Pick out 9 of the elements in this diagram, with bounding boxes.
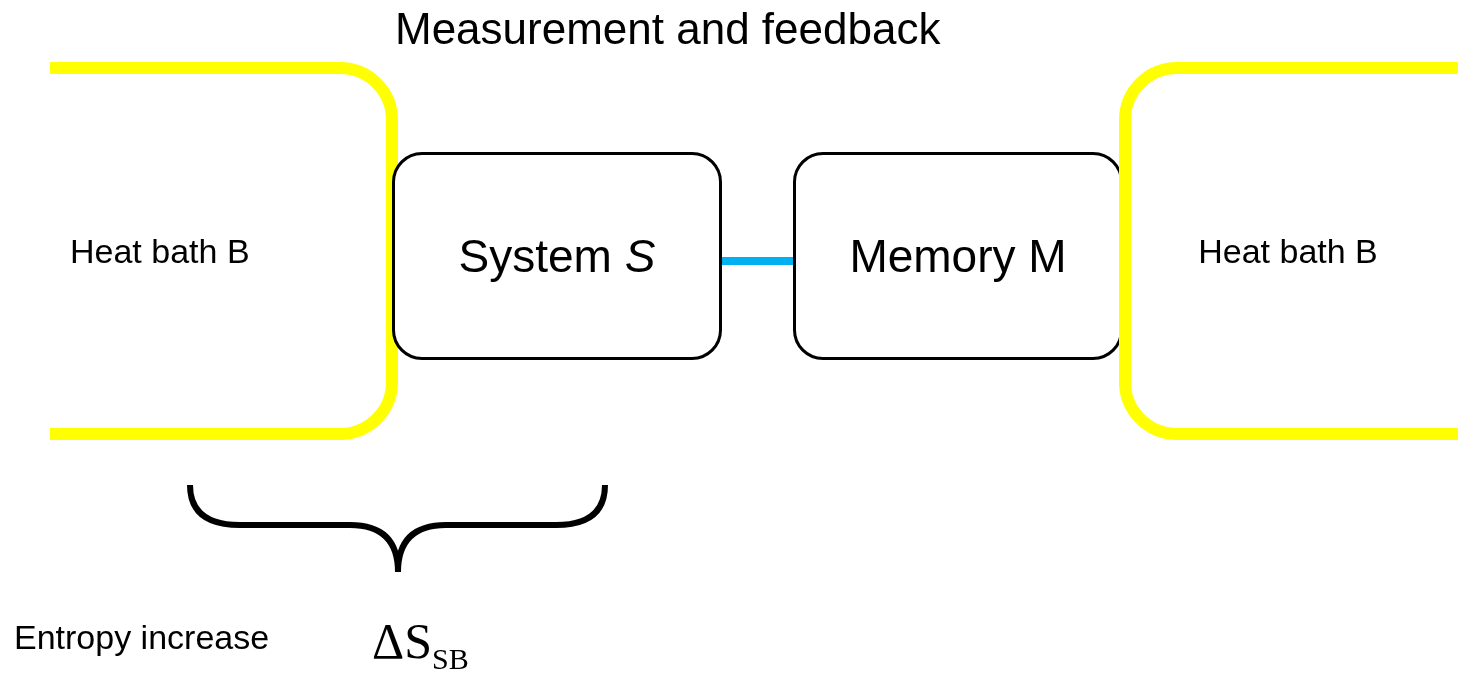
connector-line	[722, 257, 793, 265]
node-label: Memory M	[849, 229, 1067, 283]
entropy-symbol: ΔS$_{SB}$	[372, 612, 469, 676]
annotation-text: Entropy increase	[14, 618, 270, 657]
node-label: Heat bath B	[70, 231, 250, 271]
rounded-box	[392, 152, 722, 360]
node-label: Heat bath B	[1198, 231, 1378, 271]
node-label: System S	[458, 229, 656, 283]
diagram-title: Measurement and feedback	[395, 4, 941, 54]
